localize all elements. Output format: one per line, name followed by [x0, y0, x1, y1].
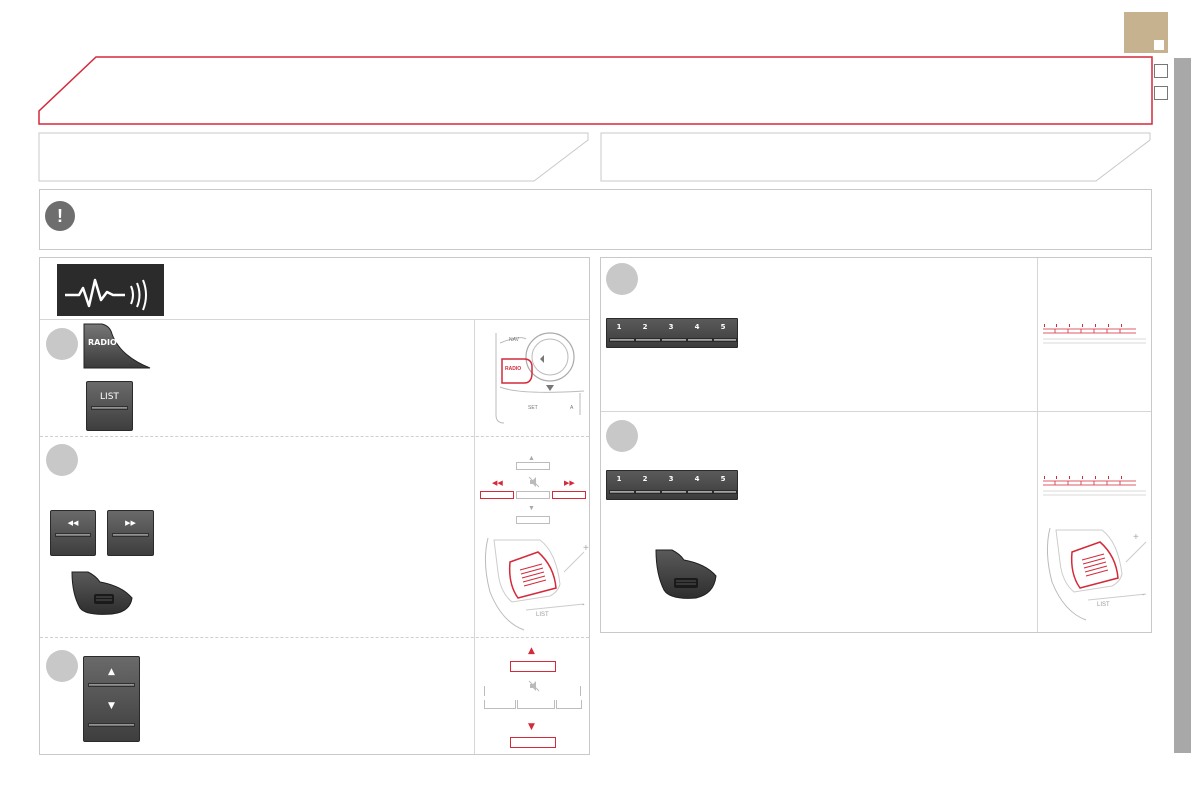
steering-wheel-detail-2: [1046, 527, 1147, 621]
side-tab-box-2[interactable]: [1154, 86, 1168, 100]
wheel-scroll-button[interactable]: [64, 568, 136, 618]
up-button-key: [88, 683, 135, 687]
wheel-plus-icon: +: [583, 543, 589, 554]
preset-2-2-key[interactable]: [635, 490, 661, 494]
wheel-minus-icon: -: [582, 600, 585, 609]
wheel-scroll-button-2[interactable]: [648, 546, 720, 602]
side-tab-box-1[interactable]: [1154, 64, 1168, 78]
preset-3-label: 3: [668, 323, 674, 331]
up-red-key: [510, 661, 556, 672]
down-red-key: [510, 737, 556, 748]
step-divider-1: [40, 436, 589, 437]
bottom-gray-key-3: [556, 700, 582, 709]
preset-2-3-key[interactable]: [661, 490, 687, 494]
mute-icon-2: [528, 680, 540, 692]
list-button-label: LIST: [100, 392, 119, 402]
wheel-list-label: LIST: [536, 612, 549, 618]
preset-1-key[interactable]: [609, 338, 635, 342]
title-banner: [38, 56, 1153, 125]
console-label-radio: RADIO: [505, 366, 522, 372]
left-panel-divider: [40, 319, 589, 320]
step-1-circle: [46, 328, 78, 360]
preset-5-key[interactable]: [713, 338, 737, 342]
radio-button[interactable]: [80, 322, 152, 372]
radio-wave-icon: [57, 264, 164, 316]
wheel-list-label-2: LIST: [1097, 602, 1110, 608]
bottom-gray-key-2: [517, 700, 555, 709]
diagram-edge-left: [484, 686, 485, 696]
seek-back-key: [55, 533, 91, 537]
seek-forward-red-icon: ▶▶: [564, 479, 575, 487]
center-gray-key: [516, 491, 550, 499]
mute-icon: [528, 476, 540, 488]
preset-2-5-key[interactable]: [713, 490, 737, 494]
seek-back-red-icon: ◀◀: [492, 479, 503, 487]
steering-wheel-detail: [484, 537, 585, 631]
up-down-buttons[interactable]: ▲ ▼: [83, 656, 140, 742]
up-gray-key: [516, 462, 550, 470]
wheel-minus-icon-2: -: [1142, 590, 1145, 599]
console-label-nav: NAV: [509, 337, 519, 343]
wheel-plus-icon-2: +: [1133, 532, 1139, 543]
up-arrow-icon: ▲: [528, 455, 535, 462]
left-heading-box: [38, 132, 589, 182]
radio-button-label: RADIO: [88, 338, 117, 347]
down-red-arrow-icon: ▼: [528, 722, 535, 732]
step-3-circle: [46, 650, 78, 682]
step-2-circle: [46, 444, 78, 476]
preset-2-4-label: 4: [694, 475, 700, 483]
left-panel-vertical-divider: [474, 320, 475, 754]
page-square-icon: [1154, 40, 1164, 50]
right-step-1-circle: [606, 263, 638, 295]
page-badge: [1124, 12, 1168, 53]
preset-2-4-key[interactable]: [687, 490, 713, 494]
seek-forward-icon: ▶▶: [125, 519, 136, 527]
side-scroll-strip[interactable]: [1174, 58, 1191, 753]
preset-2-key[interactable]: [635, 338, 661, 342]
preset-row-diagram-1: [1043, 324, 1146, 344]
seek-forward-button[interactable]: ▶▶: [107, 510, 154, 556]
list-button[interactable]: LIST: [86, 381, 133, 431]
seek-back-icon: ◀◀: [67, 519, 79, 527]
console-label-a: A: [570, 405, 574, 411]
down-arrow-icon: ▼: [528, 505, 535, 512]
warning-icon: !: [45, 201, 75, 231]
seek-back-red-key: [480, 491, 514, 499]
preset-2-1-key[interactable]: [609, 490, 635, 494]
seek-forward-key: [112, 533, 149, 537]
step-divider-2: [40, 637, 589, 638]
right-heading-box: [600, 132, 1151, 182]
list-button-key: [91, 406, 128, 410]
preset-row-diagram-2: [1043, 476, 1146, 496]
preset-buttons-bar[interactable]: 1 2 3 4 5: [606, 318, 738, 348]
preset-2-3-label: 3: [668, 475, 674, 483]
console-label-set: SET: [528, 405, 538, 411]
up-red-arrow-icon: ▲: [528, 646, 535, 656]
bottom-gray-key-1: [484, 700, 516, 709]
preset-4-label: 4: [694, 323, 700, 331]
console-diagram: [495, 332, 585, 424]
up-button-icon: ▲: [108, 667, 115, 677]
preset-1-label: 1: [616, 323, 622, 331]
seek-forward-red-key: [552, 491, 586, 499]
diagram-edge-right: [580, 686, 581, 696]
down-button-icon: ▼: [108, 701, 115, 711]
right-panel-divider: [601, 411, 1151, 412]
preset-2-5-label: 5: [720, 475, 726, 483]
preset-2-2-label: 2: [642, 475, 648, 483]
right-step-2-circle: [606, 420, 638, 452]
seek-back-button[interactable]: ◀◀: [50, 510, 96, 556]
preset-buttons-bar-2[interactable]: 1 2 3 4 5: [606, 470, 738, 500]
warning-box: [39, 189, 1152, 250]
right-panel-vertical-divider: [1037, 258, 1038, 632]
down-button-key: [88, 723, 135, 727]
preset-2-label: 2: [642, 323, 648, 331]
preset-3-key[interactable]: [661, 338, 687, 342]
preset-2-1-label: 1: [616, 475, 622, 483]
preset-4-key[interactable]: [687, 338, 713, 342]
preset-5-label: 5: [720, 323, 726, 331]
down-gray-key: [516, 516, 550, 524]
